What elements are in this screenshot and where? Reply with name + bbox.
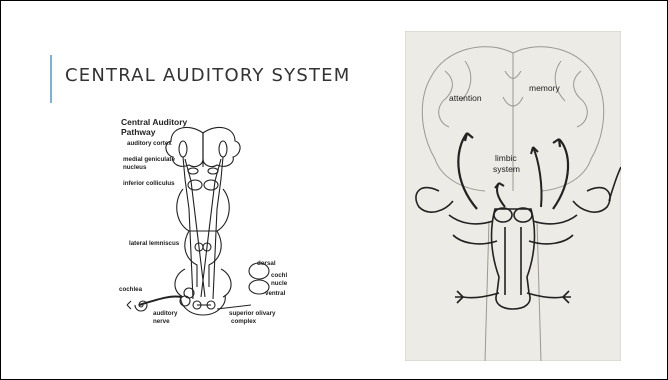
label-cochlea: cochlea: [119, 286, 143, 293]
label-ventral: ventral: [265, 290, 286, 297]
label-dorsal: dorsal: [257, 260, 276, 267]
label-cochlear-nucleus: nucleus: [271, 280, 287, 287]
label-auditory-cortex: auditory cortex: [127, 140, 172, 147]
label-auditory: auditory: [153, 310, 178, 317]
label-lateral-lemniscus: lateral lemniscus: [129, 240, 180, 247]
pathway-heading: Central Auditory: [121, 119, 188, 127]
central-auditory-pathway-diagram: Central Auditory Pathway auditory cortex…: [119, 119, 287, 351]
label-limbic-system: system: [493, 164, 520, 174]
limbic-attention-memory-photo: attention memory limbic system: [405, 31, 621, 361]
label-superior-olivary-complex: complex: [231, 318, 257, 325]
slide-title: CENTRAL AUDITORY SYSTEM: [65, 65, 350, 86]
label-inferior-colliculus: inferior colliculus: [123, 180, 175, 187]
pathway-heading-line2: Pathway: [121, 127, 156, 137]
label-limbic: limbic: [495, 153, 517, 163]
title-accent-bar: [50, 55, 52, 103]
label-attention: attention: [449, 93, 482, 103]
label-memory: memory: [529, 83, 560, 93]
label-cochlear: cochlear: [271, 272, 287, 279]
label-medial-geniculate-nucleus: nucleus: [123, 164, 147, 171]
label-auditory-nerve: nerve: [153, 318, 170, 325]
label-medial-geniculate: medial geniculate: [123, 156, 175, 163]
label-superior-olivary: superior olivary: [229, 310, 276, 317]
